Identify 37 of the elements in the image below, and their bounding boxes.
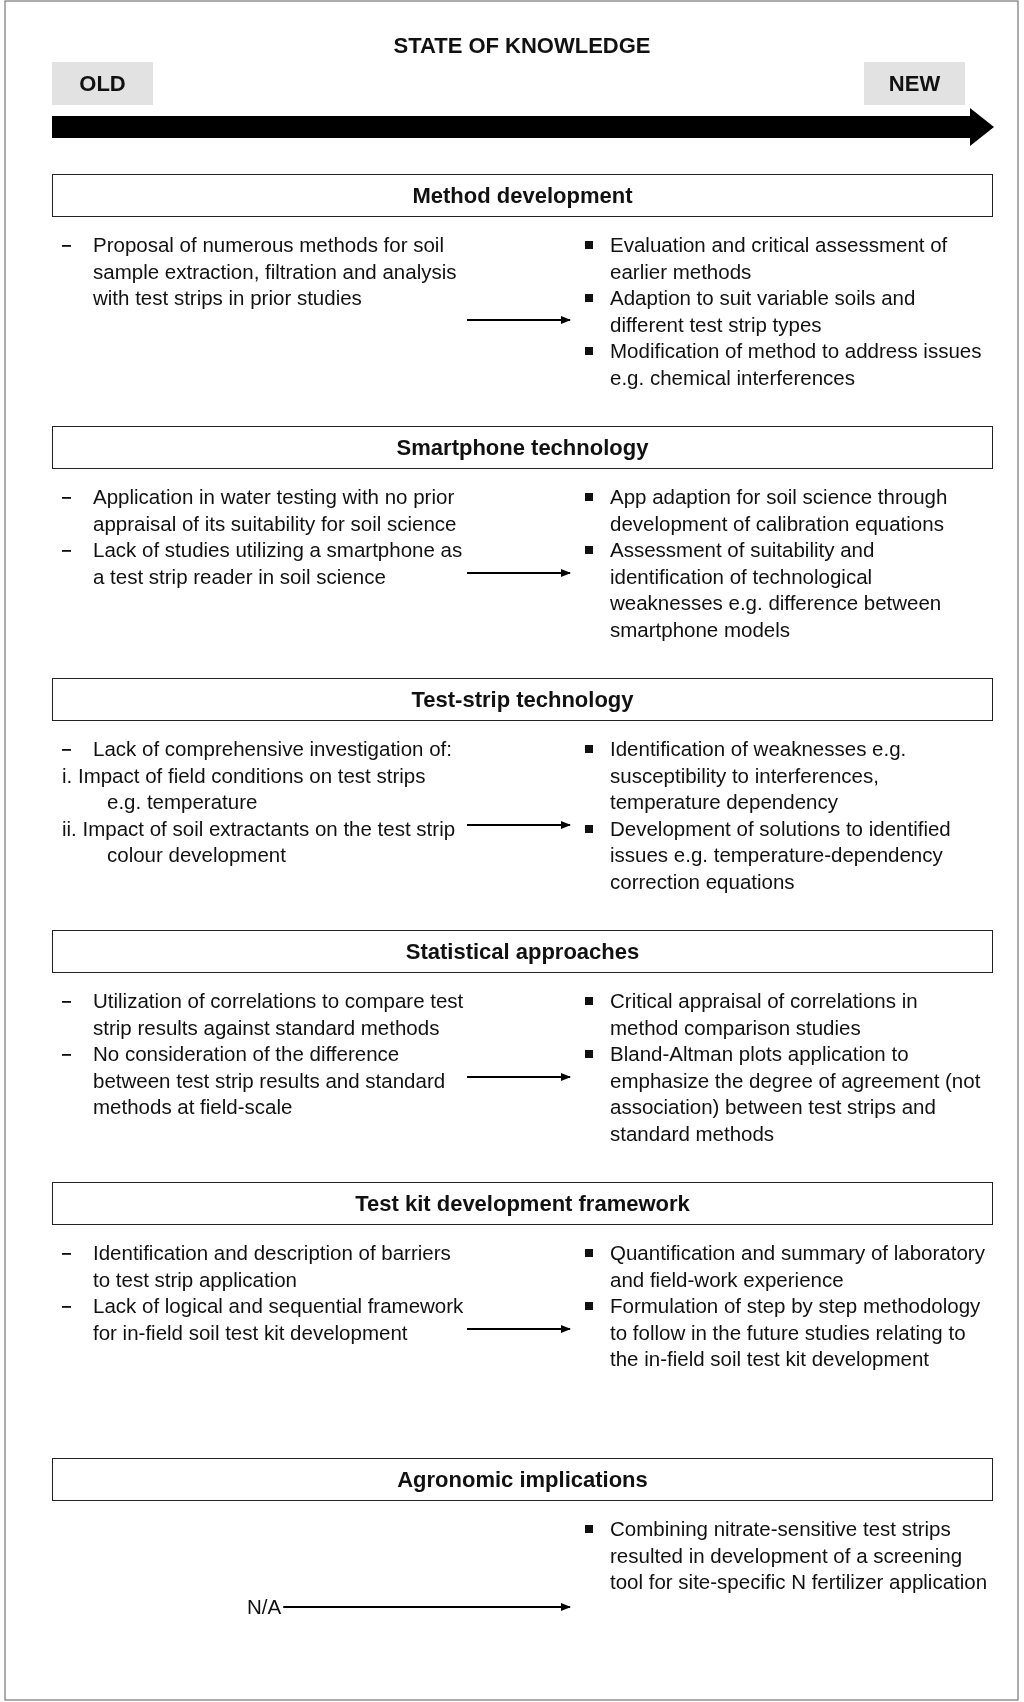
arrow: [466, 569, 571, 577]
section-header: Test-strip technology: [52, 678, 993, 721]
section-header: Test kit development framework: [52, 1182, 993, 1225]
list-item-text: Modification of method to address issues e.g. chemical interferences: [610, 338, 983, 391]
list-item-text: Lack of comprehensive investigation of:: [93, 736, 453, 762]
label-box: NEW: [864, 62, 965, 105]
list-item-text: Utilization of correlations to compare test strip results against standard methods: [93, 988, 465, 1041]
list-item-text: Development of solutions to identified issues e.g. temperature-dependency correction equations: [610, 815, 952, 895]
list-item-text: Formulation of step by step methodology to follow in the future studies relating to the in-field soil test kit development: [610, 1293, 982, 1373]
list-item-text: Quantification and summary of laboratory and field-work experience: [610, 1240, 986, 1293]
list-item-text: Adaption to suit variable soils and different test strip types: [610, 285, 917, 338]
arrow: [466, 1073, 571, 1081]
list-item-text: Assessment of suitability and identification of technological weaknesses e.g. difference between smartphone models: [610, 537, 943, 643]
list-item-text: ii. Impact of soil extractants on the test strip colour development: [62, 815, 457, 869]
list-item-text: Proposal of numerous methods for soil sample extraction, filtration and analysis with test strips in prior studies: [93, 232, 458, 312]
list-item-text: No consideration of the difference between test strip results and standard methods at field-scale: [93, 1041, 447, 1121]
list-item-text: Identification of weaknesses e.g. susceptibility to interferences, temperature dependency: [610, 736, 908, 816]
list-item-text: Evaluation and critical assessment of earlier methods: [610, 232, 949, 285]
list-item-text: Lack of logical and sequential framework for in-field soil test kit development: [93, 1293, 465, 1346]
arrow: [466, 1325, 571, 1333]
list-item-text: Lack of studies utilizing a smartphone as a test strip reader in soil science: [93, 537, 464, 590]
section-header: Method development: [52, 174, 993, 217]
list-item-text: Critical appraisal of correlations in method comparison studies: [610, 988, 919, 1041]
list-item-text: App adaption for soil science through development of calibration equations: [610, 484, 949, 537]
section-header: Agronomic implications: [52, 1458, 993, 1501]
list-item-text: Bland-Altman plots application to emphasize the degree of agreement (not association) between test strips and standard methods: [610, 1041, 982, 1147]
list-item-text: Application in water testing with no prior appraisal of its suitability for soil science: [93, 484, 458, 537]
label-box: OLD: [52, 62, 153, 105]
section-header: Smartphone technology: [52, 426, 993, 469]
arrow: [282, 1603, 571, 1611]
list-item-text: Identification and description of barriers to test strip application: [93, 1240, 452, 1293]
list-item-text: N/A: [247, 1594, 282, 1620]
arrow: [466, 316, 571, 324]
list-item-text: Combining nitrate-sensitive test strips resulted in development of a screening tool for site-specific N fertilizer application: [610, 1516, 988, 1596]
title: STATE OF KNOWLEDGE: [392, 33, 652, 59]
section-header: Statistical approaches: [52, 930, 993, 973]
arrow: [466, 821, 571, 829]
